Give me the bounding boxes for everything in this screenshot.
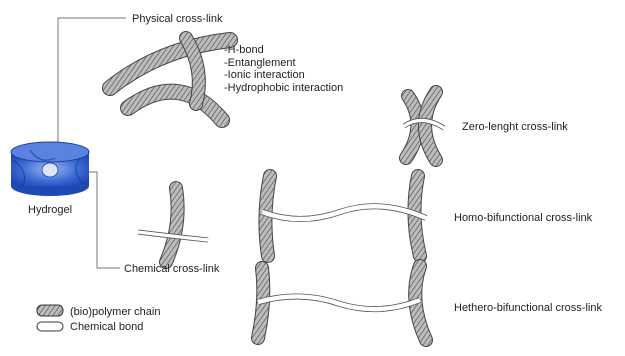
physical-type-item: -Hydrophobic interaction (224, 82, 343, 95)
physical-type-item: -H-bond (224, 44, 343, 57)
physical-crosslink-chains (110, 38, 230, 120)
physical-type-item: -Ionic interaction (224, 69, 343, 82)
homo-bifunctional-label: Homo-bifunctional cross-link (454, 212, 592, 224)
chemical-bond-icon (37, 322, 63, 331)
legend-polymer-label: (bio)polymer chain (70, 306, 160, 318)
chemical-crosslink-label: Chemical cross-link (124, 263, 219, 275)
hydrogel-label: Hydrogel (28, 204, 72, 216)
zero-length-crosslink-chains (404, 92, 444, 160)
zero-length-label: Zero-lenght cross-link (462, 121, 568, 133)
legend-bond-label: Chemical bond (70, 321, 143, 333)
physical-types-list: -H-bond -Entanglement -Ionic interaction… (224, 44, 343, 94)
physical-type-item: -Entanglement (224, 57, 343, 70)
hetero-bifunctional-chains (258, 266, 426, 340)
chemical-crosslink-chains (138, 188, 208, 262)
physical-crosslink-label: Physical cross-link (132, 13, 222, 25)
hetero-bifunctional-label: Hethero-bifunctional cross-link (454, 302, 602, 314)
polymer-chain-icon (37, 305, 63, 316)
homo-bifunctional-chains (262, 176, 426, 256)
hydrogel-icon (11, 142, 89, 196)
